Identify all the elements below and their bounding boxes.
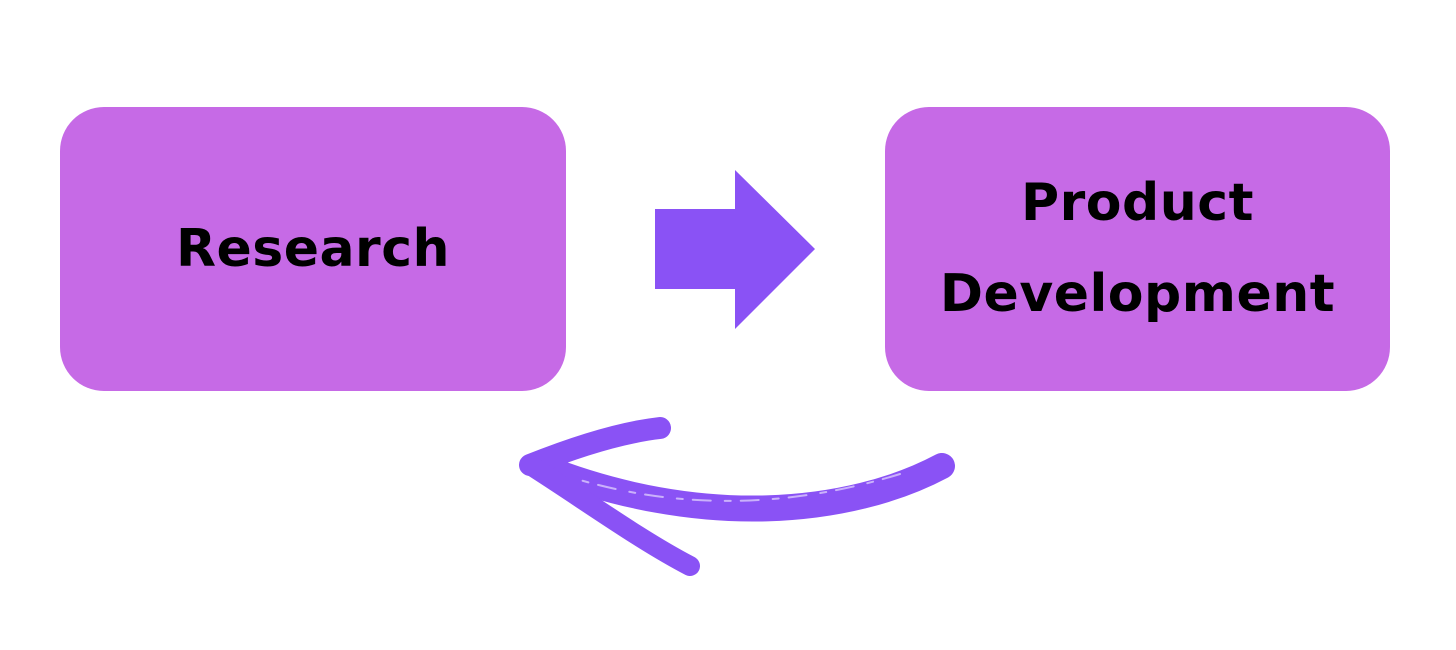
research-node: Research (60, 107, 566, 391)
product-development-label-line-2: Development (939, 264, 1336, 324)
product-development-label: Product Development (940, 158, 1335, 340)
return-arrow-shaft-texture (579, 473, 901, 502)
return-arrow-head-upper (519, 417, 671, 476)
return-arrow-shaft (527, 453, 955, 522)
product-development-node: Product Development (885, 107, 1390, 391)
return-curved-arrow (519, 417, 955, 576)
research-label: Research (175, 218, 451, 279)
return-arrow-head-lower (520, 455, 700, 576)
product-development-label-line-1: Product (1021, 173, 1254, 233)
forward-block-arrow (655, 170, 815, 329)
